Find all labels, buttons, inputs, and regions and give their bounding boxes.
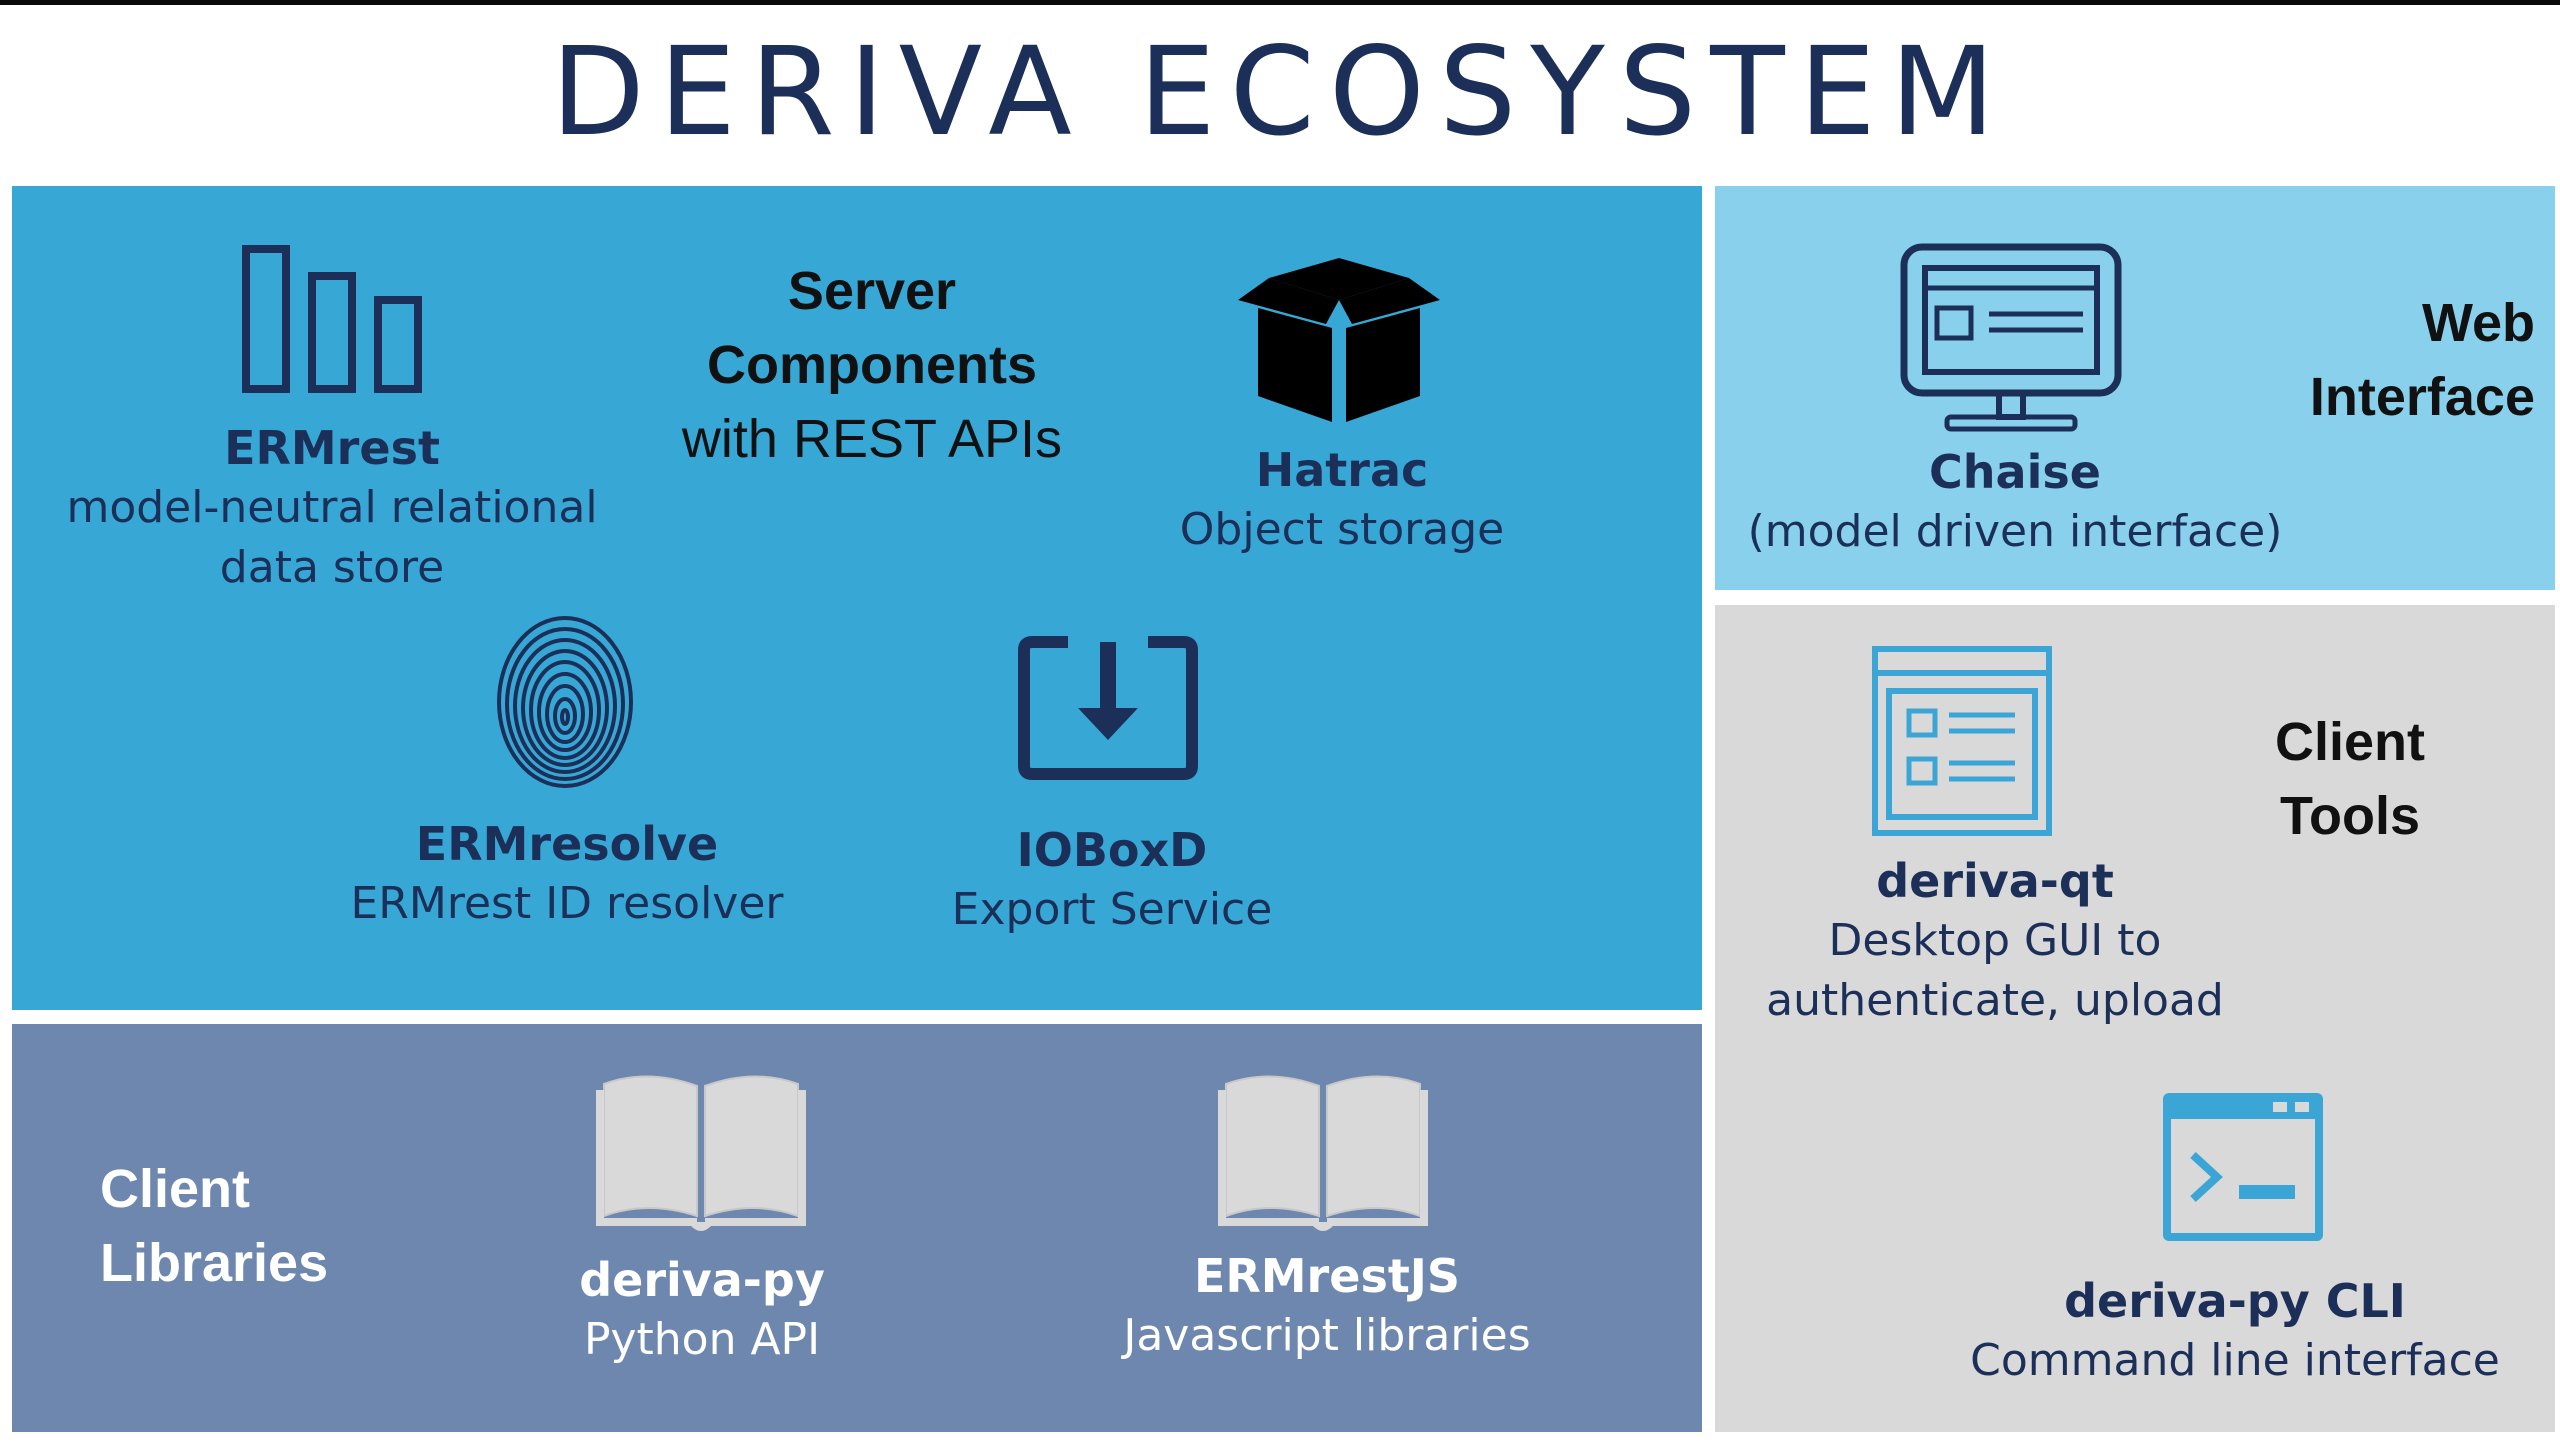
- ermrest-component: ERMrest model-neutral relational data st…: [22, 418, 642, 598]
- deriva-py-component: deriva-py Python API: [412, 1250, 992, 1370]
- ermrestjs-desc: Javascript libraries: [1123, 1310, 1531, 1361]
- tools-heading: Client Tools: [2185, 705, 2515, 853]
- ermresolve-component: ERMresolve ERMrest ID resolver: [262, 814, 872, 934]
- ermrestjs-component: ERMrestJS Javascript libraries: [1012, 1246, 1642, 1366]
- ioboxd-component: IOBoxD Export Service: [802, 820, 1422, 940]
- ermrest-name: ERMrest: [224, 421, 440, 475]
- chaise-desc: (model driven interface): [1747, 506, 2283, 557]
- libs-heading-line1: Client: [100, 1159, 251, 1219]
- ermresolve-name: ERMresolve: [415, 817, 719, 871]
- fingerprint-icon: [497, 616, 633, 788]
- libs-heading: Client Libraries: [100, 1152, 420, 1300]
- server-heading-line3: with REST APIs: [681, 409, 1063, 469]
- client-libraries-panel: Client Libraries deriva-py Python API ER…: [12, 1024, 1702, 1432]
- deriva-py-cli-desc: Command line interface: [1970, 1335, 2500, 1386]
- server-heading-line2: Components: [707, 335, 1037, 395]
- deriva-py-cli-component: deriva-py CLI Command line interface: [1915, 1271, 2555, 1391]
- deriva-qt-desc-line1: Desktop GUI to: [1828, 915, 2162, 966]
- tools-heading-line1: Client: [2274, 712, 2425, 772]
- deriva-qt-desc-line2: authenticate, upload: [1766, 975, 2224, 1026]
- hatrac-name: Hatrac: [1255, 443, 1429, 497]
- ermrest-desc-line2: data store: [219, 542, 445, 593]
- deriva-py-desc: Python API: [583, 1314, 821, 1365]
- hatrac-desc: Object storage: [1179, 504, 1505, 555]
- chaise-name: Chaise: [1929, 445, 2101, 499]
- download-tray-icon: [1018, 636, 1198, 780]
- server-heading-line1: Server: [787, 261, 957, 321]
- monitor-icon: [1900, 243, 2122, 432]
- ermrestjs-name: ERMrestJS: [1193, 1249, 1461, 1303]
- ermrest-desc-line1: model-neutral relational: [66, 482, 598, 533]
- web-heading: Web Interface: [2235, 286, 2535, 434]
- web-heading-line2: Interface: [2309, 367, 2535, 427]
- tools-heading-line2: Tools: [2280, 786, 2420, 846]
- bar-chart-icon: [242, 245, 422, 393]
- form-window-icon: [1872, 646, 2052, 836]
- deriva-py-name: deriva-py: [579, 1253, 825, 1307]
- box-icon: [1238, 258, 1440, 422]
- web-interface-panel: Web Interface Chaise (model driven inter…: [1715, 186, 2555, 590]
- chaise-component: Chaise (model driven interface): [1715, 442, 2315, 562]
- ioboxd-desc: Export Service: [951, 884, 1273, 935]
- top-border: [0, 0, 2560, 5]
- ioboxd-name: IOBoxD: [1016, 823, 1208, 877]
- client-tools-panel: Client Tools deriva-qt Desktop GUI to au…: [1715, 605, 2555, 1432]
- deriva-qt-name: deriva-qt: [1876, 854, 2114, 908]
- ermresolve-desc: ERMrest ID resolver: [350, 878, 784, 929]
- page-title: DERIVA ECOSYSTEM: [550, 21, 2010, 163]
- deriva-qt-component: deriva-qt Desktop GUI to authenticate, u…: [1715, 851, 2275, 1031]
- libs-heading-line2: Libraries: [100, 1233, 329, 1293]
- open-book-icon: [1218, 1075, 1428, 1231]
- server-components-panel: Server Components with REST APIs ERMrest…: [12, 186, 1702, 1010]
- web-heading-line1: Web: [2421, 293, 2535, 353]
- server-heading: Server Components with REST APIs: [632, 254, 1112, 476]
- open-book-icon: [596, 1075, 806, 1231]
- hatrac-component: Hatrac Object storage: [1012, 440, 1672, 560]
- terminal-icon: [2163, 1093, 2323, 1241]
- deriva-py-cli-name: deriva-py CLI: [2064, 1274, 2406, 1328]
